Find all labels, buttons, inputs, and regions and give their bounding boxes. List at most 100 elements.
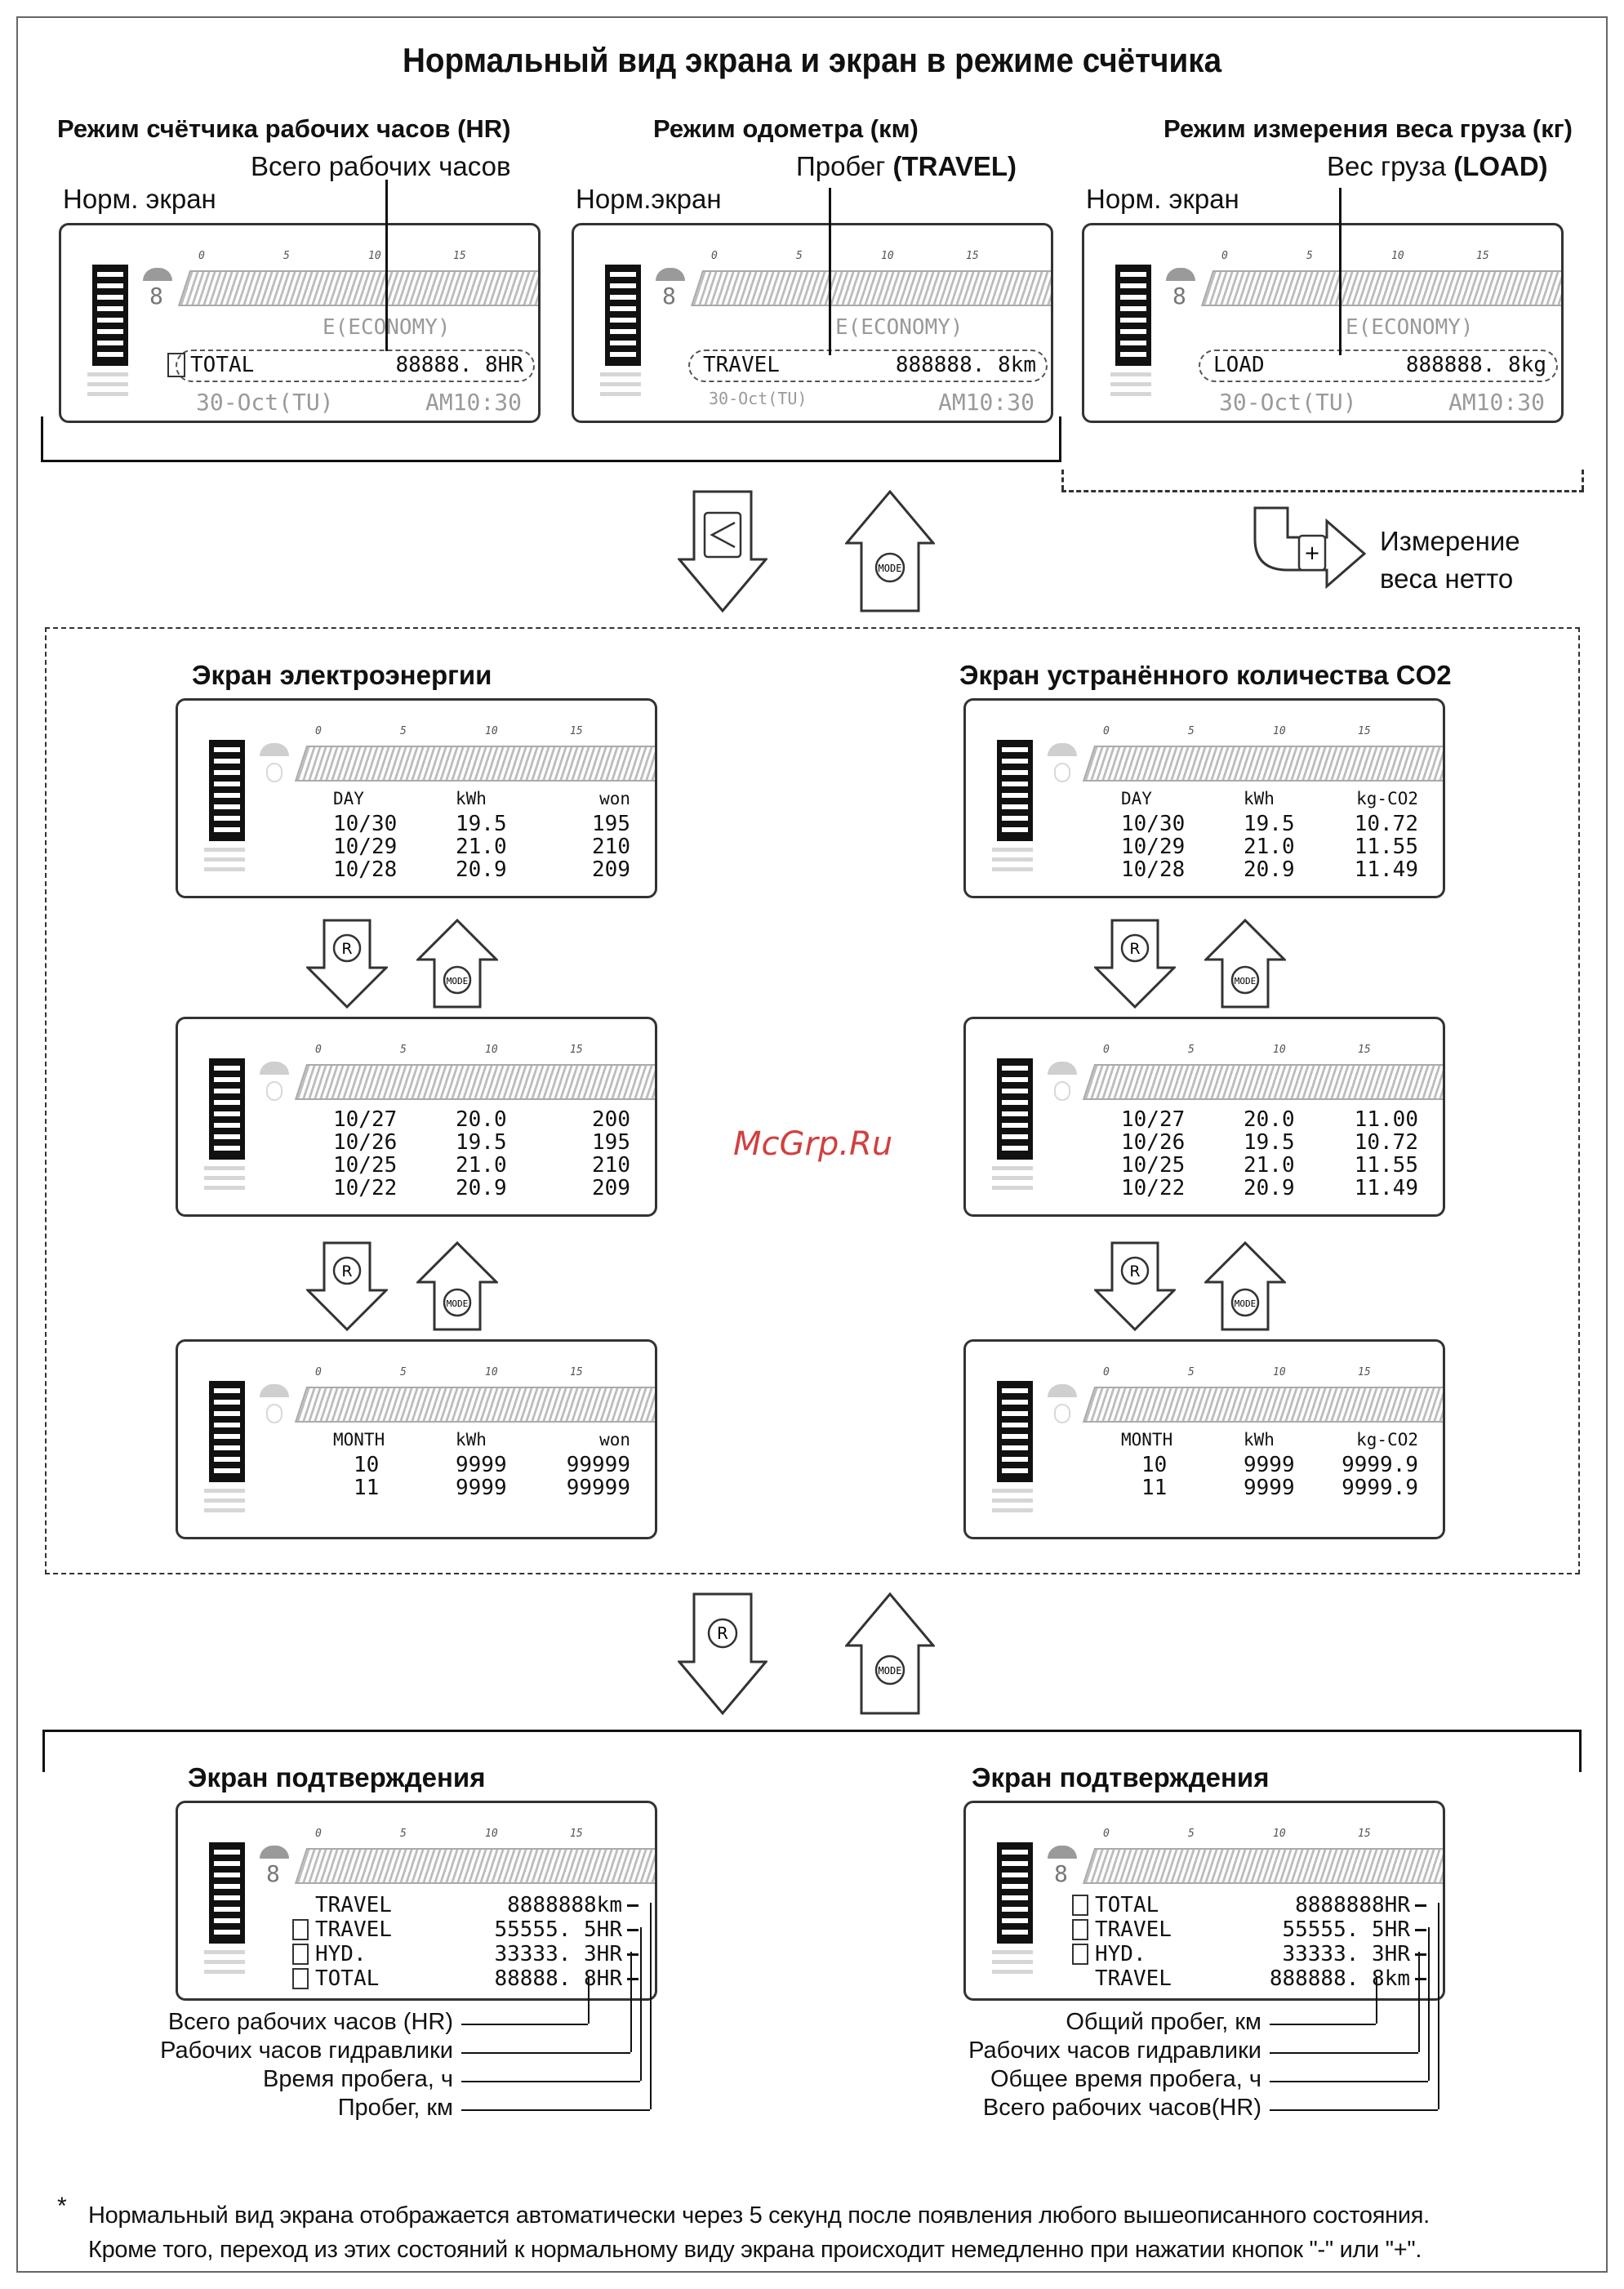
battery-segment [1002, 759, 1028, 764]
date-display: 30-Oct(TU) [196, 389, 334, 416]
confirm-row-name: TRAVEL [1095, 1917, 1172, 1942]
hourglass-icon [1072, 1919, 1088, 1940]
svg-text:MODE: MODE [447, 976, 469, 986]
arrow-down-r-button: R [306, 919, 388, 1009]
legend-mark [204, 1499, 245, 1503]
speed-tick-label: 15 [1358, 1366, 1371, 1378]
battery-segment [1002, 1423, 1028, 1427]
legend-mark [204, 1950, 245, 1954]
legend-mark [992, 857, 1033, 862]
battery-segment [1120, 272, 1146, 277]
leader-line [461, 2024, 588, 2025]
table-header-cell: MONTH [333, 1430, 385, 1450]
battery-segment [214, 1434, 240, 1439]
battery-segment [214, 1123, 240, 1128]
confirm-row-name: TRAVEL [315, 1917, 392, 1942]
svg-text:+: + [1304, 541, 1320, 564]
table-cell: 10 [354, 1453, 380, 1477]
pointer-label-text: Пробег [796, 151, 893, 181]
legend-mark [600, 392, 641, 396]
battery-segment [214, 1111, 240, 1116]
battery-segment [1002, 793, 1028, 798]
battery-segment [214, 1445, 240, 1450]
speed-bar [1082, 1064, 1443, 1100]
gauge-legend-icon [86, 372, 135, 405]
battery-segment [214, 804, 240, 809]
battery-segment [1002, 782, 1028, 786]
table-cell: 20.0 [1244, 1107, 1295, 1132]
legend-mark [204, 867, 245, 871]
mode-button-icon: MODE [443, 965, 472, 995]
battery-segment [1002, 827, 1028, 832]
battery-segment [1002, 1895, 1028, 1900]
table-cell: 9999 [456, 1476, 507, 1500]
battery-segment [610, 295, 636, 300]
svg-text:MODE: MODE [1235, 1298, 1257, 1309]
speed-tick-label: 20 [1443, 1366, 1445, 1378]
legend-mark [204, 857, 245, 862]
mode-line: E(ECONOMY) [835, 315, 963, 340]
legend-mark [87, 392, 128, 396]
battery-segment [214, 1850, 240, 1855]
confirm-row-value: 88888. 8HR [494, 1966, 622, 1991]
battery-segment [1002, 1873, 1028, 1877]
battery-segment [1002, 1111, 1028, 1116]
table-header-cell: DAY [1121, 789, 1152, 808]
battery-segment [1002, 1411, 1028, 1416]
svg-text:R: R [1129, 940, 1140, 958]
legend-mark [992, 1950, 1033, 1954]
bracket-mid-tick [1059, 416, 1061, 462]
table-cell: 20.0 [456, 1107, 507, 1132]
battery-segment [214, 793, 240, 798]
battery-segment [214, 1918, 240, 1923]
leader-line-vertical [630, 1952, 632, 2052]
table-cell: 21.0 [456, 835, 507, 859]
legend-mark [992, 1970, 1033, 1974]
battery-segment [1002, 1388, 1028, 1393]
footnote-line2: Кроме того, переход из этих состояний к … [88, 2237, 1422, 2263]
leader-line-vertical [650, 1903, 652, 2109]
table-header-cell: won [599, 789, 630, 808]
battery-segment [1002, 1089, 1028, 1093]
battery-segment [1120, 352, 1146, 357]
normal-screen-label: Норм. экран [63, 184, 216, 214]
table-cell: 10/30 [333, 812, 398, 836]
mode-header: Режим счётчика рабочих часов (HR) [57, 114, 511, 143]
leader-line [461, 2109, 650, 2111]
speed-tick-label: 15 [570, 1828, 583, 1840]
battery-segment [214, 827, 240, 832]
table-header-cell: DAY [333, 789, 364, 808]
r-button-icon: R [1120, 1256, 1150, 1285]
speed-tick-label: 5 [283, 250, 290, 262]
r-button-icon: R [332, 933, 362, 963]
speed-tick-label: 15 [1358, 1044, 1371, 1056]
turtle-icon [260, 1062, 289, 1075]
net-weight-label: Измерение веса нетто [1380, 523, 1520, 598]
battery-segment [97, 341, 123, 345]
table-cell: 209 [592, 1176, 630, 1200]
speed-tick-label: 10 [1273, 1366, 1286, 1378]
mode-button-icon: MODE [443, 1288, 472, 1317]
battery-gauge-icon [209, 1381, 245, 1482]
time-display: AM10:30 [425, 389, 522, 416]
battery-gauge-icon [997, 1842, 1033, 1944]
pointer-arrow-icon [1415, 1953, 1426, 1956]
speed-tick-label: 5 [1188, 725, 1195, 737]
arrow-up-mode-button-2: MODE [845, 1592, 935, 1715]
speed-bar [294, 1848, 655, 1884]
speed-tick-label: 10 [485, 1366, 498, 1378]
svg-text:MODE: MODE [879, 1665, 902, 1677]
left-button-icon [703, 511, 742, 559]
speed-tick-label: 5 [796, 250, 803, 262]
gauge-legend-icon [202, 1166, 251, 1199]
speed-tick-label: 0 [1221, 250, 1228, 262]
turtle-icon [260, 1846, 289, 1859]
leader-line-vertical [1438, 1903, 1439, 2109]
hourglass-icon [1072, 1944, 1088, 1965]
hourglass-icon [1072, 1895, 1088, 1916]
legend-mark [204, 1508, 245, 1512]
hourglass-icon [292, 1944, 309, 1965]
svg-text:R: R [717, 1623, 728, 1643]
speed-tick-label: 10 [485, 1044, 498, 1056]
